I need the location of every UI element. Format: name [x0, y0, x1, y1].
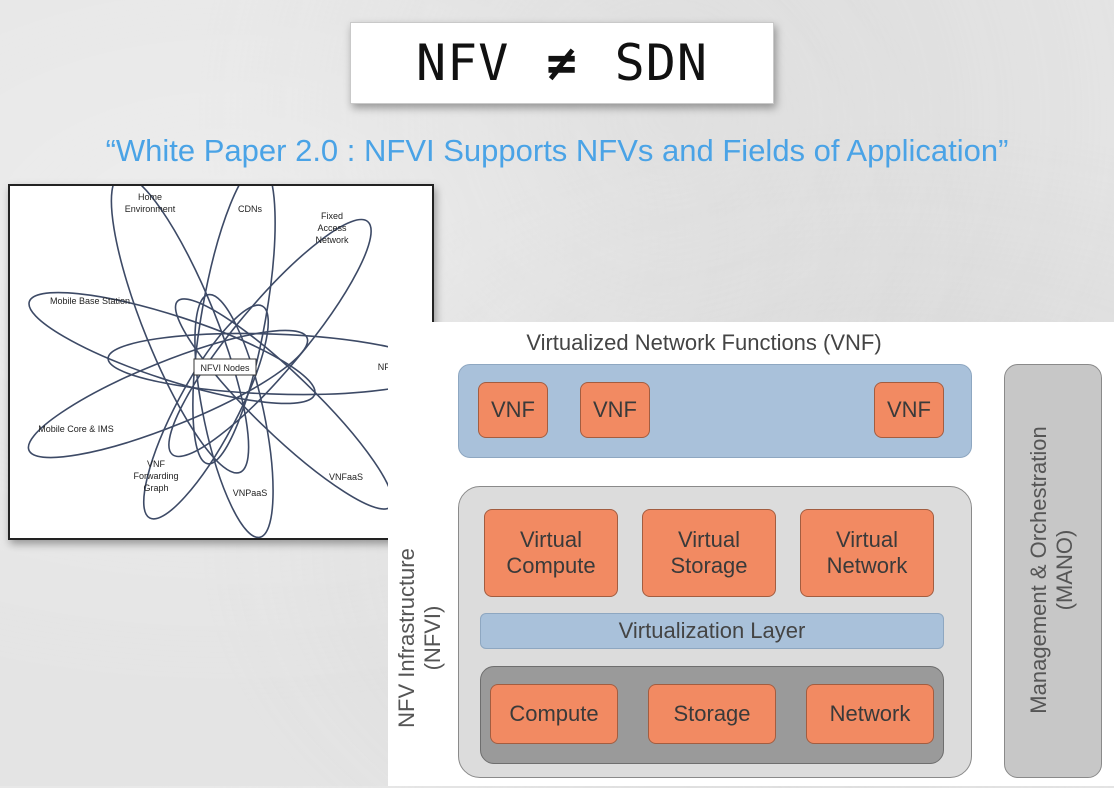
fields-diagram-svg: NFVI Nodes Home Environment CDNs Fixed A… — [27, 186, 432, 538]
ellipse-cdns — [192, 186, 276, 465]
subtitle: “White Paper 2.0 : NFVI Supports NFVs an… — [105, 133, 1009, 168]
label-fixed-access-2: Access — [317, 223, 347, 233]
fields-of-application-figure: NFVI Nodes Home Environment CDNs Fixed A… — [8, 184, 434, 540]
mano-label-line1: Management & Orchestration — [1026, 426, 1051, 714]
virtual-storage-line2: Storage — [670, 553, 748, 578]
label-vnf-forwarding-1: VNF — [147, 459, 166, 469]
ellipse-mobile-core — [27, 329, 309, 459]
storage-box: Storage — [648, 684, 776, 744]
label-mobile-core-ims: Mobile Core & IMS — [38, 424, 114, 434]
ellipse-nfviaas — [107, 332, 432, 396]
virtual-compute-line2: Compute — [506, 553, 596, 578]
virtual-network-line1: Virtual — [836, 527, 898, 552]
label-fixed-access-3: Network — [315, 235, 349, 245]
vnf-box: VNF — [478, 382, 548, 438]
nfvi-label: NFV Infrastructure (NFVI) — [394, 488, 446, 788]
virtual-storage-box: Virtual Storage — [642, 509, 776, 597]
slide-title: NFV ≠ SDN — [416, 34, 708, 92]
vnf-heading: Virtualized Network Functions (VNF) — [526, 330, 882, 355]
virtual-network-box: Virtual Network — [800, 509, 934, 597]
label-home-environment-2: Environment — [125, 204, 176, 214]
ellipse-vnf-forwarding-graph — [142, 304, 270, 520]
ellipse-vnpaas — [194, 293, 274, 538]
virtual-compute-box: Virtual Compute — [484, 509, 618, 597]
label-vnfaas: VNFaaS — [329, 472, 363, 482]
label-mobile-base-station: Mobile Base Station — [50, 296, 130, 306]
ellipse-fixed-access — [168, 218, 372, 458]
label-vnf-forwarding-2: Forwarding — [133, 471, 178, 481]
compute-box: Compute — [490, 684, 618, 744]
virtual-compute-line1: Virtual — [520, 527, 582, 552]
label-vnf-forwarding-3: Graph — [143, 483, 168, 493]
nfvi-nodes-box — [193, 358, 257, 376]
vnf-box: VNF — [874, 382, 944, 438]
label-fixed-access-1: Fixed — [321, 211, 343, 221]
label-vnpaas: VNPaaS — [233, 488, 268, 498]
nfvi-label-line1: NFV Infrastructure — [394, 548, 419, 728]
network-box: Network — [806, 684, 934, 744]
vnf-box: VNF — [580, 382, 650, 438]
not-equal-symbol: ≠ — [546, 34, 578, 92]
ellipse-mobile-base-station — [28, 291, 316, 405]
nfvi-label-line2: (NFVI) — [420, 605, 445, 671]
title-box: NFV ≠ SDN — [350, 22, 774, 104]
mano-label-line2: (MANO) — [1052, 529, 1077, 611]
label-home-environment-1: Home — [138, 192, 162, 202]
title-sdn: SDN — [614, 34, 708, 92]
virtualization-layer: Virtualization Layer — [480, 613, 944, 649]
mano-box — [1004, 364, 1102, 778]
label-cdns: CDNs — [238, 204, 262, 214]
virtual-storage-line1: Virtual — [678, 527, 740, 552]
nfvi-nodes-label: NFVI Nodes — [200, 363, 250, 373]
mano-label: Management & Orchestration (MANO) — [1026, 370, 1078, 770]
title-nfv: NFV — [416, 34, 510, 92]
virtual-network-line2: Network — [826, 553, 908, 578]
